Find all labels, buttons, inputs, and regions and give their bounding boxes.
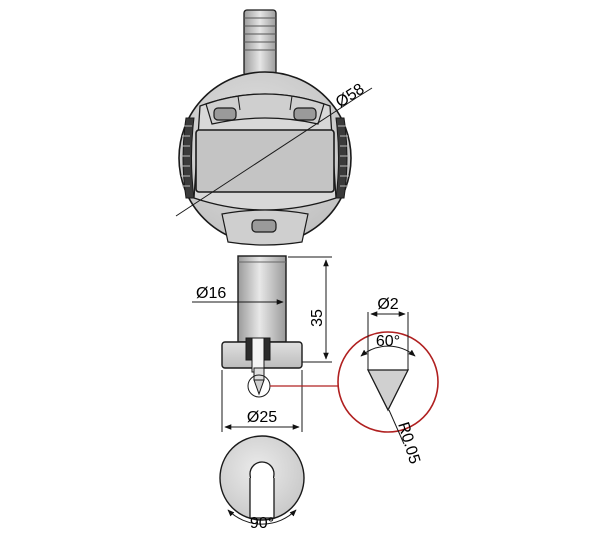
- base-collar: [221, 337, 303, 373]
- stem: [237, 255, 287, 343]
- tip-angle-arc: [360, 345, 416, 357]
- tip-detail-view: 60°: [337, 331, 439, 433]
- stem-length-dimension: 35: [288, 256, 332, 363]
- body-diameter-label: Ø58: [333, 81, 368, 112]
- bottom-view: 90°: [219, 435, 305, 532]
- base-diameter-dimension: Ø25: [221, 370, 303, 432]
- tip-diameter-dimension: Ø2: [367, 296, 409, 346]
- tip-angle-label: 60°: [376, 333, 400, 350]
- tip-radius-label: R0.05: [394, 420, 423, 466]
- contact-tip: [247, 367, 271, 398]
- gauge-body: [178, 71, 352, 246]
- right-grip: [335, 117, 349, 199]
- top-button-bar: [205, 93, 325, 125]
- stem-diameter-label: Ø16: [196, 285, 226, 302]
- bottom-angle-arc: [227, 509, 297, 525]
- stem-diameter-dimension: Ø16: [192, 285, 284, 305]
- tip-diameter-label: Ø2: [377, 296, 398, 313]
- stem-length-label: 35: [309, 309, 326, 327]
- bottom-button-bar: [221, 209, 309, 246]
- base-diameter-label: Ø25: [247, 409, 277, 426]
- lcd-display: [195, 129, 335, 193]
- bottom-angle-label: 90°: [250, 515, 274, 532]
- top-lug: [243, 9, 277, 77]
